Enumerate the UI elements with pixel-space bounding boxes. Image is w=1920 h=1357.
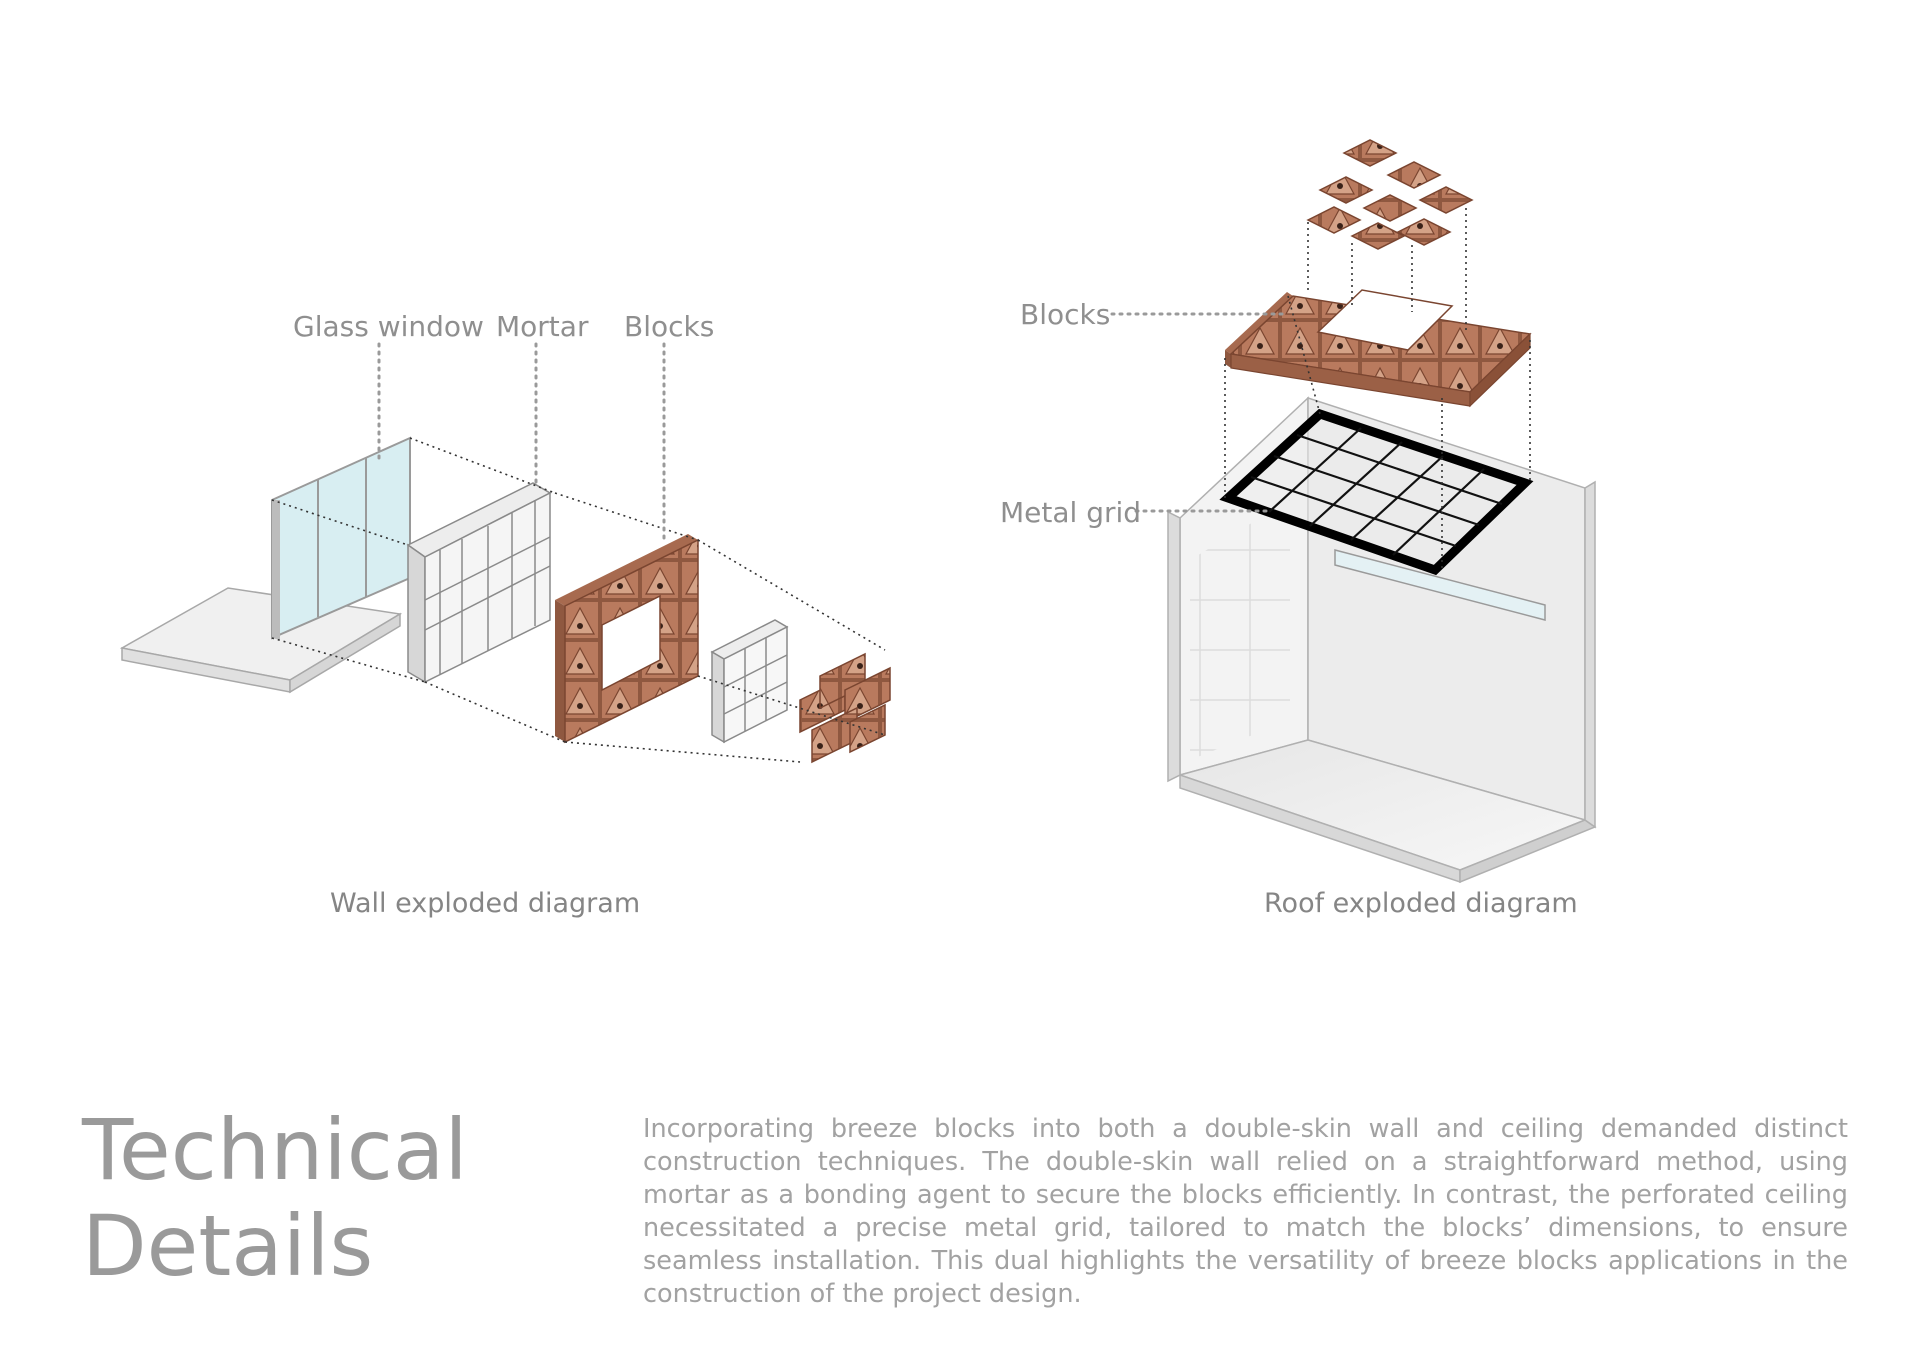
wall-projection-lines [271, 437, 886, 763]
roof-projection-lines [1224, 208, 1531, 570]
block-cluster [799, 652, 891, 764]
roof-block-cluster [1306, 139, 1474, 250]
small-mortar-frame [710, 619, 789, 744]
caption-roof-diagram: Roof exploded diagram [1264, 888, 1578, 919]
wall-leader-lines [377, 342, 666, 546]
label-glass-window: Glass window [293, 310, 484, 343]
roof-blocks-ring [1225, 289, 1532, 408]
section-title-line2: Details [82, 1197, 374, 1295]
section-description: Incorporating breeze blocks into both a … [643, 1114, 1848, 1309]
label-metal-grid: Metal grid [1000, 496, 1142, 529]
section-title-line1: Technical [82, 1101, 468, 1199]
label-blocks-wall: Blocks [624, 310, 715, 343]
wall-diagram [119, 342, 891, 764]
label-blocks-roof: Blocks [1020, 298, 1111, 331]
mortar-frame [406, 482, 552, 684]
roof-diagram [1110, 139, 1597, 884]
section-title: Technical Details [82, 1102, 468, 1294]
label-mortar: Mortar [496, 310, 589, 343]
roof-leader-lines [1110, 312, 1290, 513]
caption-wall-diagram: Wall exploded diagram [330, 888, 641, 919]
metal-grid [1219, 408, 1534, 576]
floor-slab [119, 587, 403, 694]
blocks-wall [555, 534, 699, 744]
